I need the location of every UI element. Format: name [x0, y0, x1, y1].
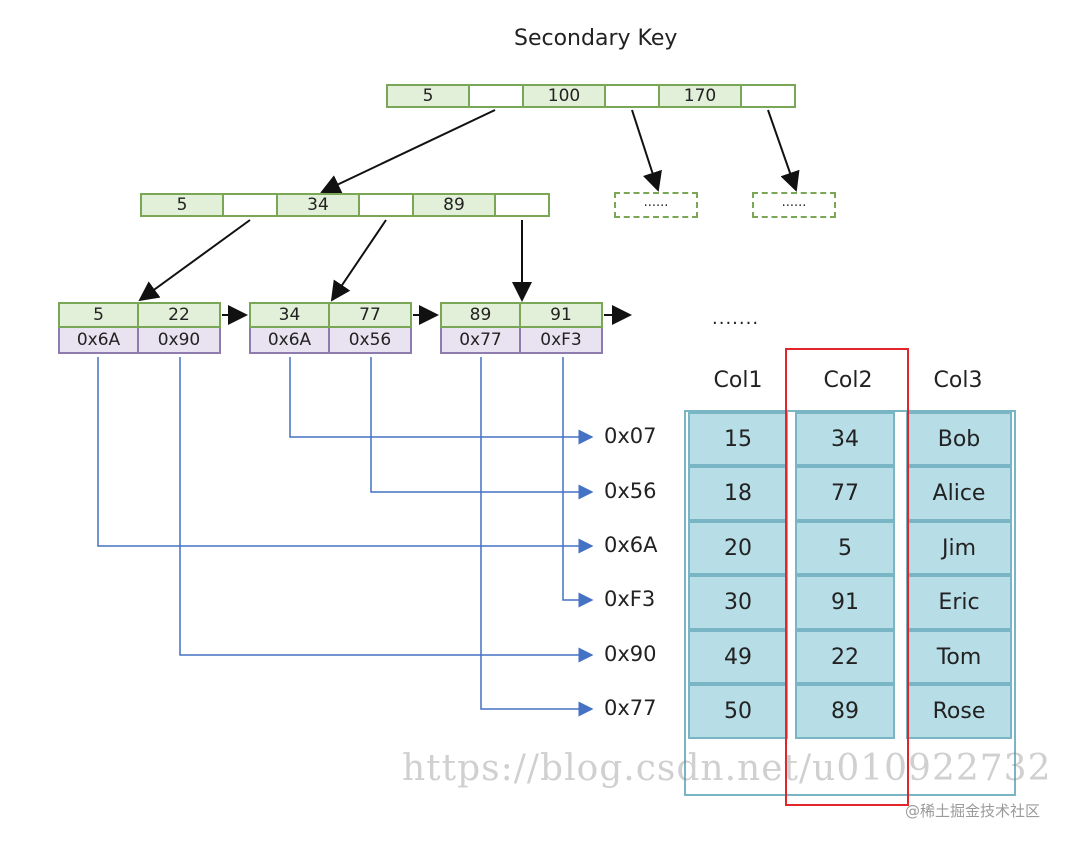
table-cell: 22: [795, 630, 895, 684]
col2-highlight: [785, 348, 909, 806]
row-address: 0x90: [604, 642, 657, 666]
table-cell: 15: [688, 412, 788, 466]
table-cell: Alice: [906, 466, 1012, 521]
root-key: 100: [522, 84, 604, 108]
corner-credit: @稀土掘金技术社区: [905, 802, 1041, 820]
internal-node: 5 34 89: [140, 193, 550, 217]
leaf-address: 0x90: [139, 328, 221, 354]
column-header: Col3: [933, 368, 983, 393]
leaf-key: 5: [58, 302, 139, 328]
internal-key: 5: [140, 193, 222, 217]
table-cell: Bob: [906, 412, 1012, 466]
table-cell: 20: [688, 521, 788, 575]
leaf-address: 0x56: [330, 328, 412, 354]
table-cell: 50: [688, 684, 788, 739]
data-table: 15 34 Bob 18 77 Alice 20 5 Jim 30 91 Eri…: [684, 410, 1016, 796]
watermark: https://blog.csdn.net/u010922732: [402, 748, 1052, 789]
edge-root-stub1: [631, 109, 662, 192]
row-address: 0x56: [604, 479, 657, 503]
leaf-address: 0x6A: [249, 328, 330, 354]
leaf-node: 5 22 0x6A 0x90: [58, 302, 221, 354]
root-key: 5: [386, 84, 468, 108]
leaf-address: 0x77: [440, 328, 521, 354]
ptr-line-0x90: [179, 357, 594, 663]
table-cell: 89: [795, 684, 895, 739]
table-cell: Tom: [906, 630, 1012, 684]
ptr-line-0x77: [480, 357, 594, 717]
root-node: 5 100 170: [386, 84, 796, 108]
root-pointer: [604, 84, 658, 108]
internal-key: 34: [276, 193, 358, 217]
leaf-node: 89 91 0x77 0xF3: [440, 302, 603, 354]
table-cell: 91: [795, 575, 895, 630]
leaf-address: 0xF3: [521, 328, 603, 354]
root-pointer: [468, 84, 522, 108]
row-address: 0x6A: [604, 533, 658, 557]
leaf-address: 0x6A: [58, 328, 139, 354]
ptr-line-0x6A-a: [97, 357, 594, 554]
row-address: 0x77: [604, 696, 657, 720]
stub-node: ......: [614, 192, 698, 218]
row-address: 0xF3: [604, 587, 656, 611]
leaf-node: 34 77 0x6A 0x56: [249, 302, 412, 354]
internal-key: 89: [412, 193, 494, 217]
root-pointer: [740, 84, 796, 108]
table-cell: 30: [688, 575, 788, 630]
leaf-key: 22: [139, 302, 221, 328]
root-key: 170: [658, 84, 740, 108]
ptr-line-0x56: [370, 357, 594, 500]
diagram-title: Secondary Key: [514, 26, 678, 51]
ptr-line-0xF3: [562, 357, 594, 608]
stub-node: ......: [752, 192, 836, 218]
table-cell: Jim: [906, 521, 1012, 575]
leaf-key: 77: [330, 302, 412, 328]
leaf-key: 89: [440, 302, 521, 328]
table-cell: Eric: [906, 575, 1012, 630]
internal-pointer: [358, 193, 412, 217]
internal-pointer: [494, 193, 550, 217]
ptr-line-0x6A-b: [289, 357, 594, 445]
internal-pointer: [222, 193, 276, 217]
edge-root-stub2: [767, 109, 800, 192]
edge-internal-leaf2: [330, 219, 387, 302]
table-cell: Rose: [906, 684, 1012, 739]
table-cell: 49: [688, 630, 788, 684]
table-cell: 77: [795, 466, 895, 521]
leaf-key: 91: [521, 302, 603, 328]
leaf-key: 34: [249, 302, 330, 328]
edge-root-internal: [320, 109, 496, 194]
edge-internal-leaf1: [138, 219, 251, 302]
table-cell: 5: [795, 521, 895, 575]
column-header: Col2: [823, 368, 873, 393]
column-header: Col1: [713, 368, 763, 393]
row-address: 0x07: [604, 424, 657, 448]
table-cell: 18: [688, 466, 788, 521]
table-cell: 34: [795, 412, 895, 466]
leaf-continuation: .......: [712, 308, 760, 329]
